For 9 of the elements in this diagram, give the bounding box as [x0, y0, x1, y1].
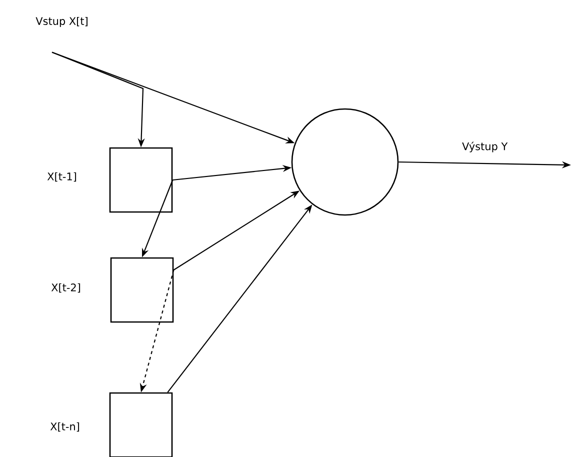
box-label: X[t-n]	[50, 422, 80, 432]
delay-box	[110, 257, 174, 323]
box-label: X[t-1]	[47, 172, 76, 182]
input-label: Vstup X[t]	[36, 16, 88, 28]
delay-box	[109, 392, 173, 457]
delay-box	[109, 147, 173, 213]
box-label: X[t-2]	[51, 283, 80, 293]
edge-label: Výstup Y	[461, 140, 509, 154]
neuron-circle	[291, 108, 399, 216]
